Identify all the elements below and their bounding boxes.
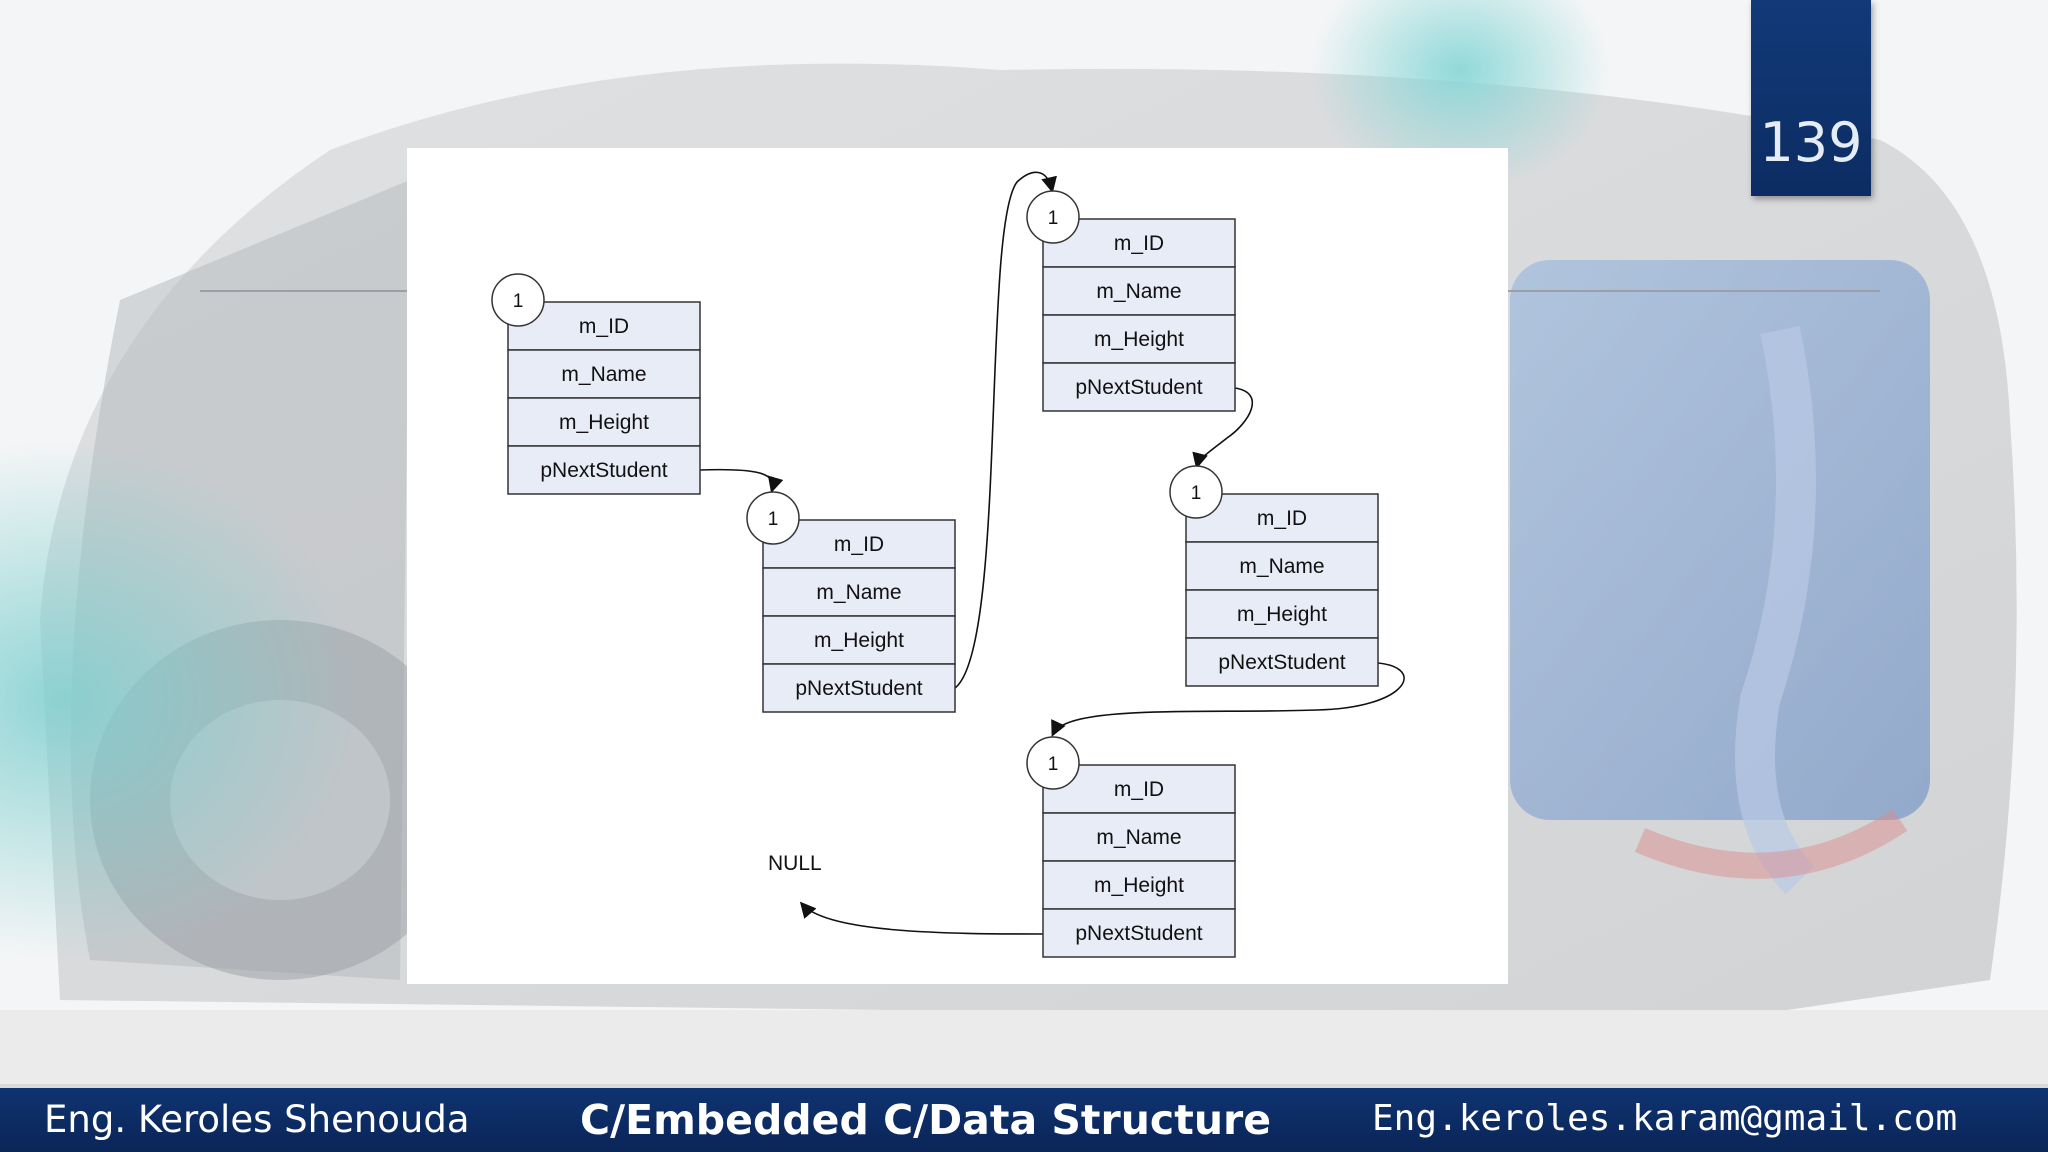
node-field-label: pNextStudent xyxy=(1075,376,1202,399)
node-badge-label: 1 xyxy=(1048,754,1059,775)
node-field-label: m_Height xyxy=(1094,328,1184,351)
list-node: m_ID m_Name m_Height pNextStudent 1 xyxy=(1026,190,1236,412)
node-field-label: m_Name xyxy=(561,363,646,386)
node-field-cell xyxy=(762,615,956,665)
node-badge-circle xyxy=(1026,190,1080,244)
node-field-label: m_ID xyxy=(1114,778,1164,801)
pointer-connectors xyxy=(698,171,1405,935)
node-badge-label: 1 xyxy=(1048,208,1059,229)
node-field-label: m_ID xyxy=(1114,232,1164,255)
node-field-label: m_ID xyxy=(1257,507,1307,530)
node-field-cell xyxy=(507,397,701,447)
node-badge-label: 1 xyxy=(1191,483,1202,504)
footer-author: Eng. Keroles Shenouda xyxy=(44,1098,470,1141)
node-field-label: pNextStudent xyxy=(540,459,667,482)
node-field-label: m_Height xyxy=(559,411,649,434)
node-field-label: m_Height xyxy=(1237,603,1327,626)
node-badge-circle xyxy=(746,491,800,545)
footer-email: Eng.keroles.karam@gmail.com xyxy=(1372,1098,1958,1139)
connector-node1-to-node2 xyxy=(698,468,784,494)
node-field-label: pNextStudent xyxy=(1218,651,1345,674)
connector-node2-to-node3 xyxy=(954,171,1057,689)
node-field-cell xyxy=(762,663,956,713)
node-field-label: m_Name xyxy=(816,581,901,604)
node-field-label: m_Name xyxy=(1096,280,1181,303)
node-field-cell xyxy=(1042,908,1236,958)
page-number-badge: 139 xyxy=(1751,0,1871,196)
node-field-label: m_ID xyxy=(834,533,884,556)
node-field-label: m_Name xyxy=(1096,826,1181,849)
list-node: m_ID m_Name m_Height pNextStudent 1 xyxy=(491,273,701,495)
node-field-label: m_Height xyxy=(1094,874,1184,897)
node-badge-circle xyxy=(1169,465,1223,519)
node-badge-label: 1 xyxy=(513,291,524,312)
linked-list-diagram: m_ID m_Name m_Height pNextStudent 1 m_ID m_Nam… xyxy=(407,148,1508,984)
node-field-cell xyxy=(1042,812,1236,862)
connector-node5-to-null xyxy=(799,901,1044,935)
page-number: 139 xyxy=(1759,111,1863,174)
node-field-label: pNextStudent xyxy=(795,677,922,700)
list-node: m_ID m_Name m_Height pNextStudent 1 xyxy=(1026,736,1236,958)
diagram-canvas: m_ID m_Name m_Height pNextStudent 1 m_ID m_Nam… xyxy=(491,171,1405,958)
node-field-cell xyxy=(1042,266,1236,316)
node-field-cell xyxy=(1042,362,1236,412)
null-label: NULL xyxy=(768,852,822,875)
list-node: m_ID m_Name m_Height pNextStudent 1 xyxy=(1169,465,1379,687)
connector-node4-to-node5 xyxy=(1051,662,1405,737)
node-field-cell xyxy=(1185,589,1379,639)
node-field-label: m_ID xyxy=(579,315,629,338)
node-badge-circle xyxy=(1026,736,1080,790)
node-field-cell xyxy=(1185,541,1379,591)
node-field-cell xyxy=(1042,314,1236,364)
node-field-label: pNextStudent xyxy=(1075,922,1202,945)
node-field-cell xyxy=(762,567,956,617)
node-field-label: m_Height xyxy=(814,629,904,652)
node-field-cell xyxy=(507,349,701,399)
list-node: m_ID m_Name m_Height pNextStudent 1 xyxy=(746,491,956,713)
node-badge-label: 1 xyxy=(768,509,779,530)
node-field-cell xyxy=(1185,637,1379,687)
node-field-label: m_Name xyxy=(1239,555,1324,578)
footer-course-title: C/Embedded C/Data Structure xyxy=(580,1096,1272,1144)
node-field-cell xyxy=(1042,860,1236,910)
footer-bar: Eng. Keroles Shenouda C/Embedded C/Data … xyxy=(0,1084,2048,1152)
node-badge-circle xyxy=(491,273,545,327)
connector-node3-to-node4 xyxy=(1192,387,1254,470)
node-field-cell xyxy=(507,445,701,495)
